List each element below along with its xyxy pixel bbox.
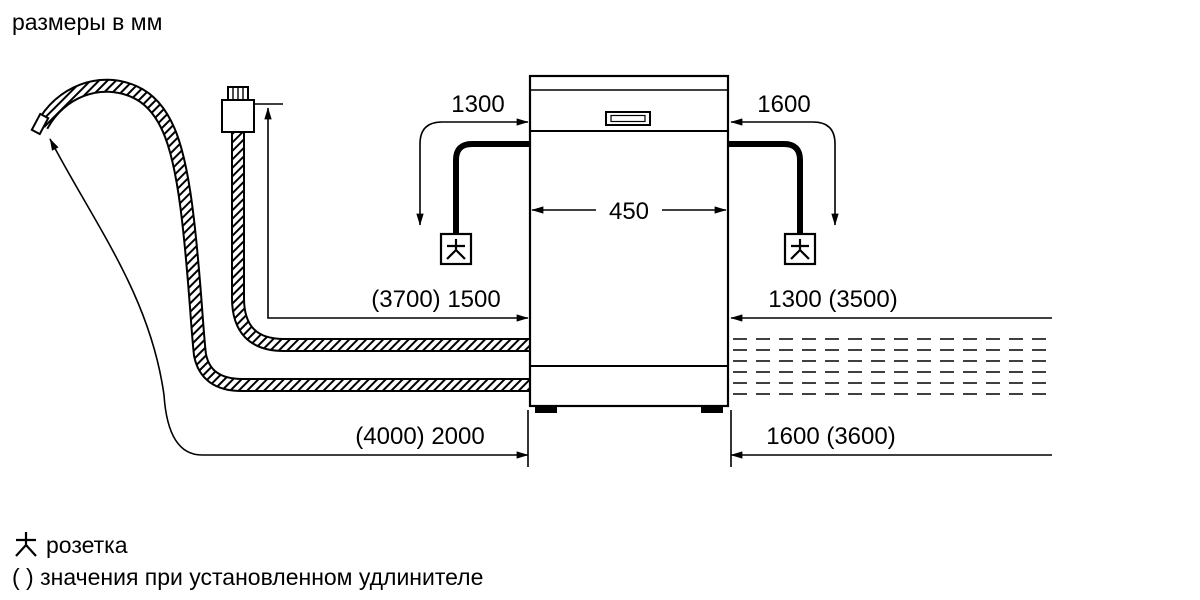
dimension-line-bottom-left xyxy=(49,138,529,459)
label-right-middle: 1300 (3500) xyxy=(768,286,897,313)
aquastop-valve-icon xyxy=(221,86,255,133)
drain-hose-end-cap xyxy=(30,112,50,136)
legend-extension-note: ( ) значения при установленном удлинител… xyxy=(12,564,483,590)
hose-extensions-dashed xyxy=(733,338,1052,395)
label-appliance-width: 450 xyxy=(609,198,649,225)
label-cord-left: 1300 xyxy=(451,91,504,118)
dishwasher-handle-inner xyxy=(610,114,646,123)
legend-power-socket-icon xyxy=(15,532,37,557)
dimension-lines xyxy=(49,103,1052,467)
legend-socket-label: розетка xyxy=(46,532,128,558)
socket-glyph xyxy=(790,239,810,260)
dishwasher-foot-left xyxy=(535,406,557,413)
dimension-line-cord-right xyxy=(730,118,839,226)
label-supply-hose: (3700) 1500 xyxy=(371,286,500,313)
valve-body xyxy=(221,99,255,133)
dishwasher xyxy=(528,74,730,413)
label-cord-right: 1600 xyxy=(757,91,810,118)
legend: розетка ( ) значения при установленном у… xyxy=(12,532,483,590)
power-socket-icon-right xyxy=(783,232,817,266)
dishwasher-foot-right xyxy=(701,406,723,413)
label-bottom-left: (4000) 2000 xyxy=(355,423,484,450)
label-width-backing xyxy=(596,197,662,224)
diagram-title: размеры в мм xyxy=(12,9,162,35)
power-socket-icon-left xyxy=(439,232,473,266)
label-bottom-right: 1600 (3600) xyxy=(766,423,895,450)
